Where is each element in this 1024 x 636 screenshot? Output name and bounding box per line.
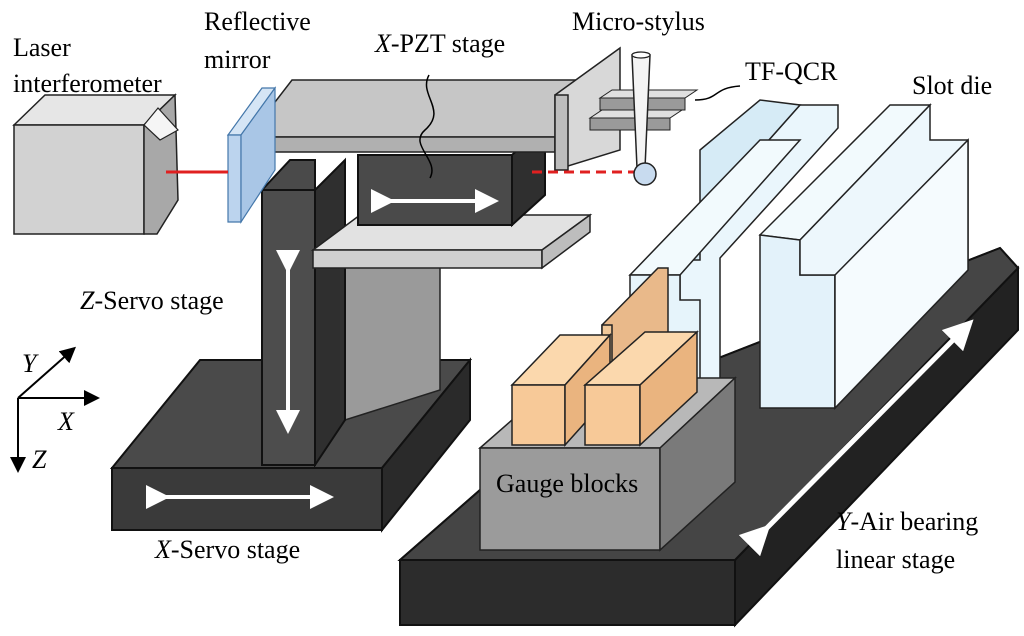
label-x-servo-stage: X-Servo stage: [155, 535, 301, 564]
label-laser-interferometer-1: Laser: [13, 33, 71, 62]
y-stage-arrow: [738, 319, 974, 557]
upper-plate: [246, 46, 621, 172]
label-reflective-mirror-1: Reflective: [204, 7, 311, 36]
axis-label-x: X: [58, 407, 74, 436]
x-pzt-callout-line: [419, 74, 435, 179]
coordinate-axes: [10, 346, 100, 473]
reflective-mirror: [226, 86, 277, 225]
z-servo-stage: [261, 157, 441, 469]
label-x-pzt-stage: X-PZT stage: [375, 29, 506, 58]
micro-stylus: [631, 51, 657, 186]
axis-label-y: Y: [22, 349, 37, 378]
gauge-blocks: [510, 267, 699, 447]
tf-qcr-callout-line: [694, 85, 741, 101]
label-tf-qcr: TF-QCR: [745, 57, 838, 86]
laser-interferometer: [12, 93, 179, 235]
label-laser-interferometer-2: interferometer: [13, 69, 162, 98]
label-gauge-blocks: Gauge blocks: [496, 469, 639, 498]
label-slot-die: Slot die: [912, 71, 993, 100]
label-micro-stylus: Micro-stylus: [572, 7, 705, 36]
label-reflective-mirror-2: mirror: [204, 45, 271, 74]
label-linear-stage: linear stage: [836, 545, 956, 574]
label-y-air-bearing: Y-Air bearing: [836, 507, 979, 536]
axis-label-z: Z: [32, 445, 47, 474]
label-z-servo-stage: Z-Servo stage: [80, 286, 224, 315]
